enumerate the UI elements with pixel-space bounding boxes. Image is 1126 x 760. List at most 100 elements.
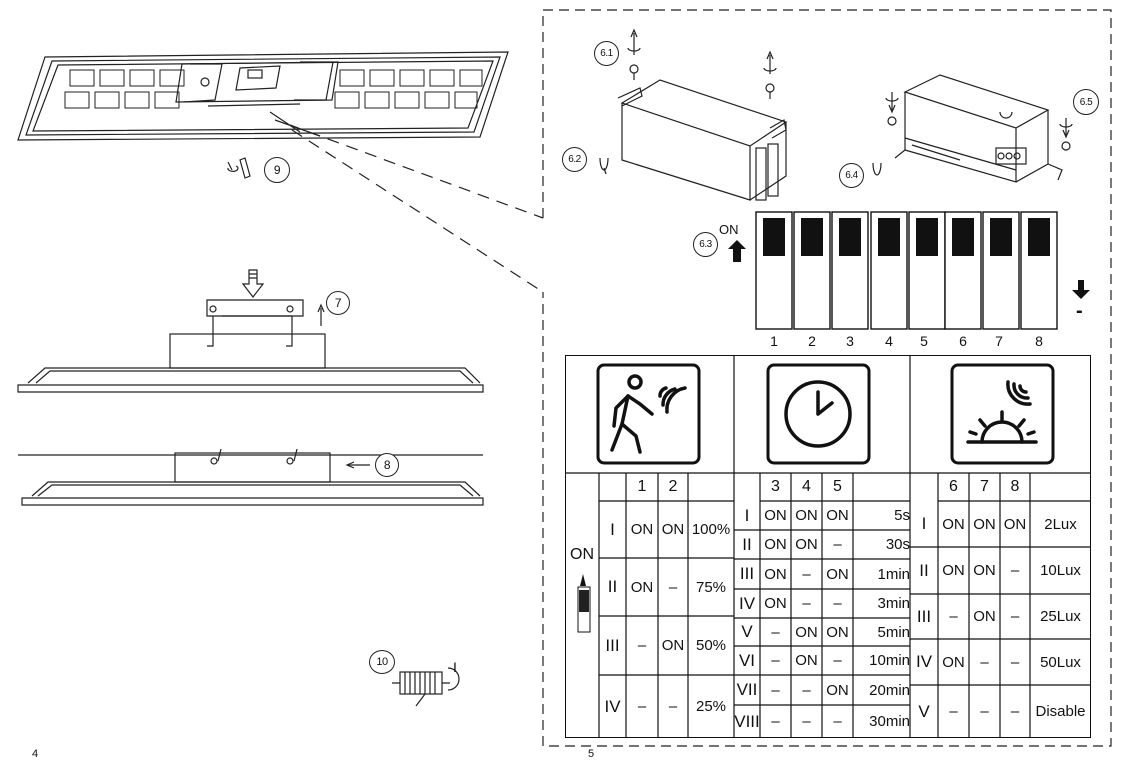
time-row-value: 30min: [869, 713, 910, 730]
dim-row-switch-2: –: [668, 578, 678, 596]
time-row-switch-3: ON: [764, 507, 787, 524]
time-row-switch-3: –: [771, 681, 780, 699]
sensor-module-component: [872, 74, 1073, 183]
lux-row-switch-6: –: [949, 608, 958, 625]
callout-9: 9: [264, 157, 290, 183]
dim-row-value: 50%: [695, 637, 727, 654]
table-dip-switch-icon: [577, 574, 591, 633]
time-row-switch-4: ON: [795, 536, 818, 553]
lux-row-switch-7: ON: [973, 608, 996, 625]
lux-row-switch-8: –: [1010, 653, 1020, 671]
lux-row-value: 50Lux: [1040, 653, 1081, 671]
time-row-switch-5: –: [833, 652, 842, 669]
lux-row-switch-8: –: [1010, 608, 1020, 625]
time-row-switch-3: ON: [764, 595, 787, 612]
settings-table-grid: [565, 355, 1091, 738]
timer-clock-icon: [766, 363, 871, 465]
dim-row-switch-2: ON: [661, 637, 685, 654]
dim-row-level: II: [607, 577, 618, 596]
time-row-switch-4: –: [802, 713, 811, 730]
time-row-switch-3: ON: [764, 565, 787, 583]
dim-row-switch-1: –: [637, 637, 647, 654]
page-number-left: 4: [32, 748, 39, 760]
lux-row-switch-8: ON: [1003, 515, 1027, 533]
step8-side-view: [18, 448, 484, 506]
dip-number-7: 7: [995, 333, 1003, 349]
dip-number-2: 2: [808, 333, 816, 349]
dip-number-1: 1: [770, 333, 778, 349]
time-row-switch-4: ON: [795, 652, 818, 669]
lux-row-switch-6: –: [949, 703, 958, 720]
lux-row-level: II: [919, 560, 929, 580]
lux-row-switch-7: –: [980, 703, 989, 720]
lux-row-switch-7: ON: [973, 562, 996, 579]
settings-table: [565, 355, 1091, 738]
time-row-switch-5: ON: [826, 681, 849, 699]
callout-6-3: 6.3: [693, 232, 718, 257]
time-row-level: VI: [738, 650, 756, 670]
time-row-switch-5: ON: [826, 507, 849, 524]
time-row-value: 3min: [877, 595, 910, 612]
lux-header-6: 6: [949, 478, 958, 495]
dip-off-minus: -: [1076, 300, 1083, 322]
panel-perspective: [17, 51, 509, 141]
dip-number-6: 6: [959, 333, 967, 349]
callout-6-4: 6.4: [839, 163, 864, 188]
time-row-switch-5: –: [833, 595, 842, 612]
time-row-switch-5: –: [833, 713, 842, 730]
lux-row-switch-8: –: [1010, 562, 1020, 579]
dip-number-3: 3: [846, 333, 854, 349]
lux-row-value: Disable: [1035, 703, 1086, 720]
dim-header-2: 2: [668, 478, 678, 495]
lux-row-value: 25Lux: [1040, 608, 1081, 625]
dim-row-level: III: [605, 635, 620, 655]
time-row-switch-4: –: [802, 681, 811, 699]
time-row-switch-4: –: [802, 565, 811, 583]
lux-row-level: III: [916, 606, 932, 626]
callout-6-2: 6.2: [562, 147, 587, 172]
time-header-3: 3: [771, 478, 780, 495]
dip-number-4: 4: [885, 333, 893, 349]
dim-row-value: 25%: [695, 698, 727, 715]
time-row-level: II: [742, 534, 752, 554]
time-row-switch-4: ON: [795, 507, 818, 524]
terminal-block-graphic: [392, 667, 460, 707]
lux-row-level: IV: [915, 652, 933, 671]
dim-row-level: I: [610, 519, 615, 539]
time-row-switch-5: ON: [826, 565, 849, 583]
time-row-switch-3: –: [771, 623, 780, 641]
callout-10: 10: [369, 650, 395, 674]
lux-row-switch-6: ON: [942, 562, 965, 579]
dip-number-5: 5: [920, 333, 928, 349]
lux-header-7: 7: [980, 478, 989, 495]
time-header-4: 4: [802, 478, 811, 495]
lux-row-switch-6: ON: [942, 515, 965, 533]
roman-one-label: I: [453, 659, 457, 675]
time-row-value: 5min: [877, 623, 910, 641]
screw-9-graphic: [227, 157, 251, 179]
off-down-arrow-icon: [1072, 280, 1090, 299]
time-row-switch-5: ON: [826, 623, 849, 641]
dim-row-value: 75%: [695, 578, 727, 596]
dim-row-switch-2: –: [668, 698, 678, 715]
time-row-level: IV: [738, 593, 756, 613]
time-row-switch-5: –: [833, 536, 842, 553]
time-row-value: 10min: [869, 652, 910, 669]
callout-8: 8: [375, 453, 399, 477]
time-row-value: 30s: [885, 536, 910, 553]
page-number-right: 5: [588, 748, 595, 760]
time-row-level: V: [741, 622, 753, 641]
time-row-value: 5s: [894, 507, 910, 524]
driver-box-component: [599, 28, 788, 201]
lux-row-switch-6: ON: [942, 653, 965, 671]
step7-side-view: [17, 269, 484, 393]
lux-row-switch-8: –: [1010, 703, 1020, 720]
time-row-switch-3: –: [771, 652, 780, 669]
time-row-level: III: [739, 564, 755, 583]
dim-row-switch-1: ON: [630, 578, 654, 596]
dip-number-8: 8: [1035, 333, 1043, 349]
on-up-arrow-icon: [728, 240, 746, 262]
callout-7: 7: [326, 291, 350, 315]
time-row-switch-4: ON: [795, 623, 818, 641]
